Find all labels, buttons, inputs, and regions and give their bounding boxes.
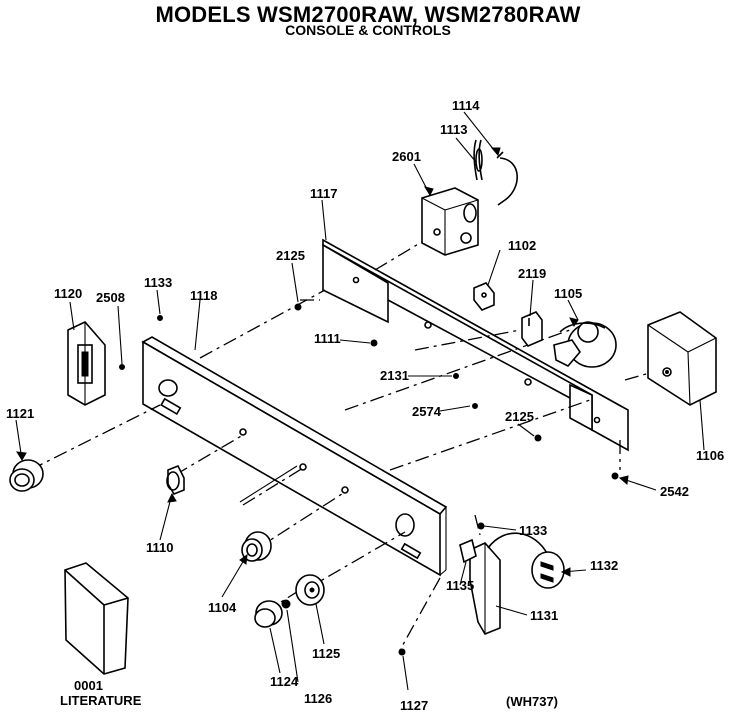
dial-1125: [295, 574, 325, 606]
knob-1104: [241, 531, 272, 562]
timer-wire: [473, 139, 483, 181]
ring-1126: [281, 599, 291, 609]
label-1125: 1125: [312, 646, 340, 661]
console-panel: [141, 336, 448, 577]
knob-1121: [9, 459, 44, 492]
screw-2131: [453, 373, 459, 379]
literature-number: 0001: [74, 678, 103, 693]
screw-1133a: [157, 315, 163, 321]
label-1133-right: 1133: [519, 523, 547, 538]
label-1104: 1104: [208, 600, 237, 615]
label-2119: 2119: [518, 266, 546, 281]
label-1127: 1127: [400, 698, 428, 713]
literature-booklet: [64, 562, 129, 675]
button-1110: [166, 464, 185, 495]
screw-2542: [611, 472, 619, 480]
timer-clip: [496, 151, 518, 206]
arrowheads: [16, 147, 629, 577]
label-1131: 1131: [530, 608, 558, 623]
rear-bracket: [322, 238, 629, 452]
switch-1120: [67, 321, 106, 406]
label-1110: 1110: [146, 540, 174, 555]
screw-2125b: [534, 434, 542, 442]
label-2125-right: 2125: [505, 409, 534, 424]
page-subtitle: CONSOLE & CONTROLS: [285, 22, 451, 38]
part-labels: 1114 1113 2601 1117 1102 2125 2119 1105 …: [6, 98, 724, 713]
screw-1111: [370, 339, 378, 347]
screws: [119, 303, 619, 656]
bracket-1131: [459, 532, 549, 635]
label-2508: 2508: [96, 290, 125, 305]
knob-1124: [254, 600, 283, 628]
screw-1133b: [477, 522, 485, 530]
label-1117: 1117: [310, 186, 338, 201]
label-1124: 1124: [270, 674, 299, 689]
label-1135: 1135: [446, 578, 474, 593]
drawing-code: (WH737): [506, 694, 558, 709]
timer-assembly: [421, 187, 479, 256]
label-1113: 1113: [440, 122, 468, 137]
screw-1127: [398, 648, 406, 656]
label-1126: 1126: [304, 691, 332, 706]
label-1118: 1118: [190, 288, 218, 303]
label-1114: 1114: [452, 98, 480, 113]
screw-2574: [472, 403, 478, 409]
literature-label: LITERATURE: [60, 693, 142, 708]
screw-2508: [119, 364, 125, 370]
label-1132: 1132: [590, 558, 618, 573]
label-1106: 1106: [696, 448, 724, 463]
connector-2119: [521, 311, 543, 347]
label-1111: 1111: [314, 331, 341, 346]
screw-2125a: [294, 303, 302, 311]
label-1105: 1105: [554, 286, 582, 301]
switch-1102: [473, 282, 495, 311]
label-2131: 2131: [380, 368, 409, 383]
page-title: MODELS WSM2700RAW, WSM2780RAW: [155, 2, 581, 27]
label-1102: 1102: [508, 238, 536, 253]
motor-1105: [553, 321, 617, 368]
label-2542: 2542: [660, 484, 689, 499]
label-1120: 1120: [54, 286, 82, 301]
label-1133-top: 1133: [144, 275, 172, 290]
plug-1132: [531, 551, 565, 589]
label-2574: 2574: [412, 404, 442, 419]
label-2125-top: 2125: [276, 248, 305, 263]
box-1106: [647, 311, 717, 406]
label-1121: 1121: [6, 406, 34, 421]
label-2601: 2601: [392, 149, 421, 164]
